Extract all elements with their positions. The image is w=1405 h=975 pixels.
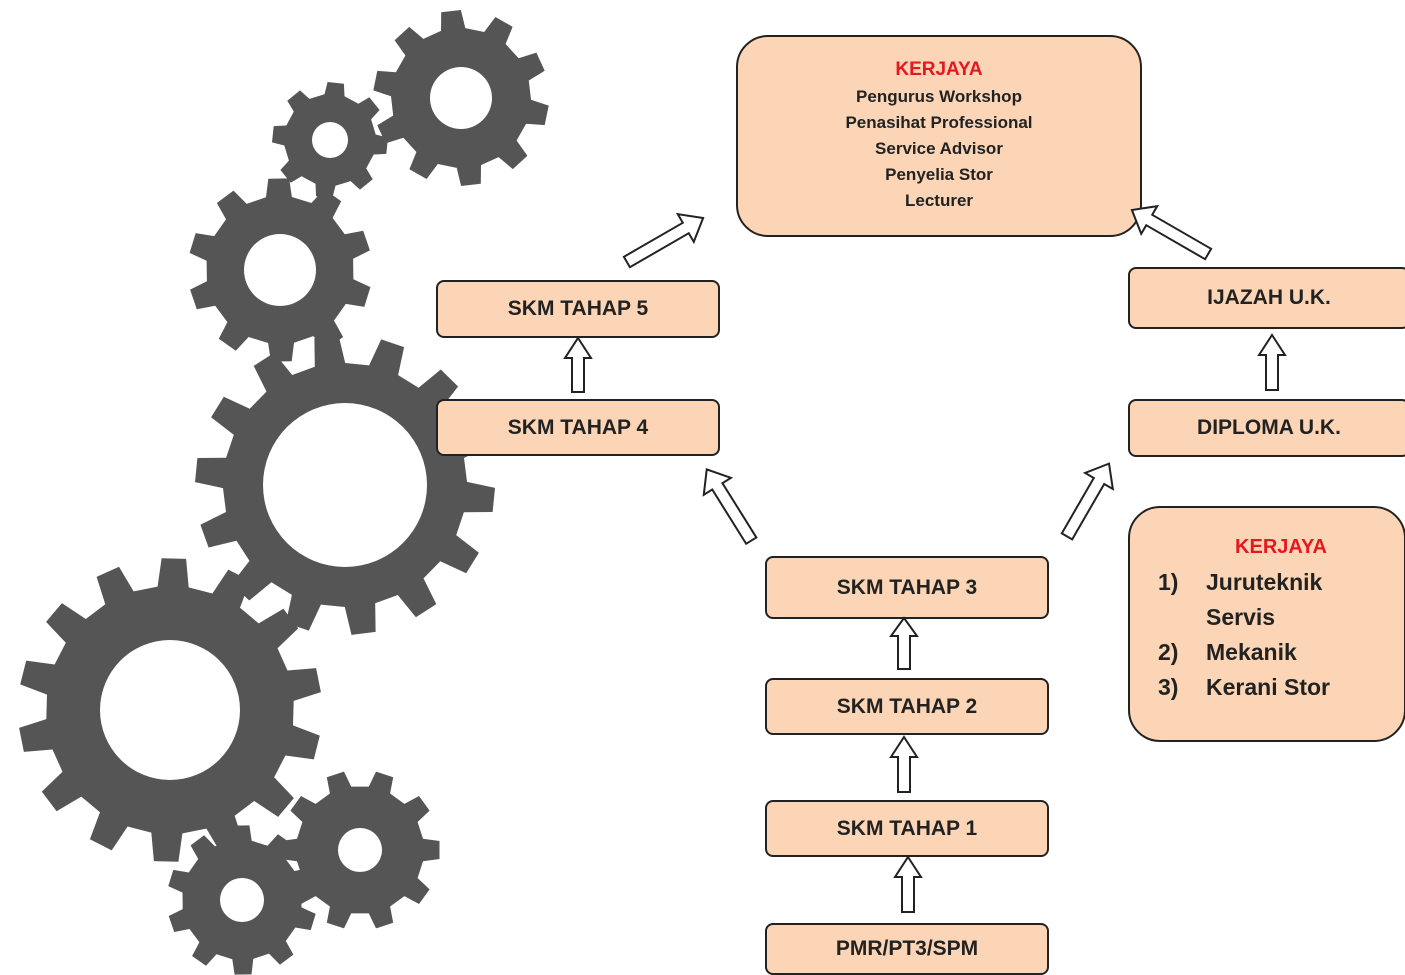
arrow-diagonal-icon [1130,204,1213,261]
gear-icon [19,558,321,862]
arrow-diagonal-icon [622,212,705,269]
box-skm-tahap-2: SKM TAHAP 2 [765,678,1049,735]
gear-icon [280,771,440,929]
box-skm-tahap-5: SKM TAHAP 5 [436,280,720,338]
arrow-up-icon [889,616,919,670]
arrow-up-icon [889,735,919,793]
career-right-num: 2) [1158,639,1179,665]
career-top-title: KERJAYA [895,58,983,80]
career-right-item: 2) Mekanik [1158,635,1356,670]
gear-icon [195,335,495,635]
career-box-right: KERJAYA 1) Juruteknik Servis 2) Mekanik … [1128,506,1405,742]
gear-icon [373,10,549,186]
arrow-up-icon [893,855,923,913]
career-right-list: 1) Juruteknik Servis 2) Mekanik 3) Keran… [1158,565,1356,705]
career-top-item: Pengurus Workshop [856,86,1022,106]
box-skm-tahap-1: SKM TAHAP 1 [765,800,1049,857]
career-right-text: Juruteknik Servis [1206,569,1323,630]
career-top-item: Service Advisor [875,138,1003,158]
box-skm-tahap-3: SKM TAHAP 3 [765,556,1049,619]
career-top-item: Penyelia Stor [885,164,993,184]
career-top-item: Lecturer [904,190,974,210]
arrow-diagonal-icon [702,468,758,546]
career-right-num: 1) [1158,569,1179,595]
box-pmr-pt3-spm: PMR/PT3/SPM [765,923,1049,975]
gear-icon [189,178,371,362]
box-ijazah: IJAZAH U.K. [1128,267,1405,329]
career-top-item: Penasihat Professional [845,112,1033,132]
career-right-item: 1) Juruteknik Servis [1158,565,1356,635]
arrow-up-icon [1257,333,1287,391]
career-right-num: 3) [1158,674,1179,700]
box-skm-tahap-4: SKM TAHAP 4 [436,399,720,456]
career-right-text: Kerani Stor [1206,674,1330,700]
gear-icon [272,82,388,198]
career-right-text: Mekanik [1206,639,1297,665]
career-box-top: KERJAYA Pengurus Workshop Penasihat Prof… [736,35,1142,237]
arrow-up-icon [563,336,593,393]
career-right-title: KERJAYA [1235,536,1327,558]
gear-icon [168,825,316,975]
arrow-diagonal-icon [1060,462,1115,541]
career-right-item: 3) Kerani Stor [1158,670,1356,705]
box-diploma: DIPLOMA U.K. [1128,399,1405,457]
